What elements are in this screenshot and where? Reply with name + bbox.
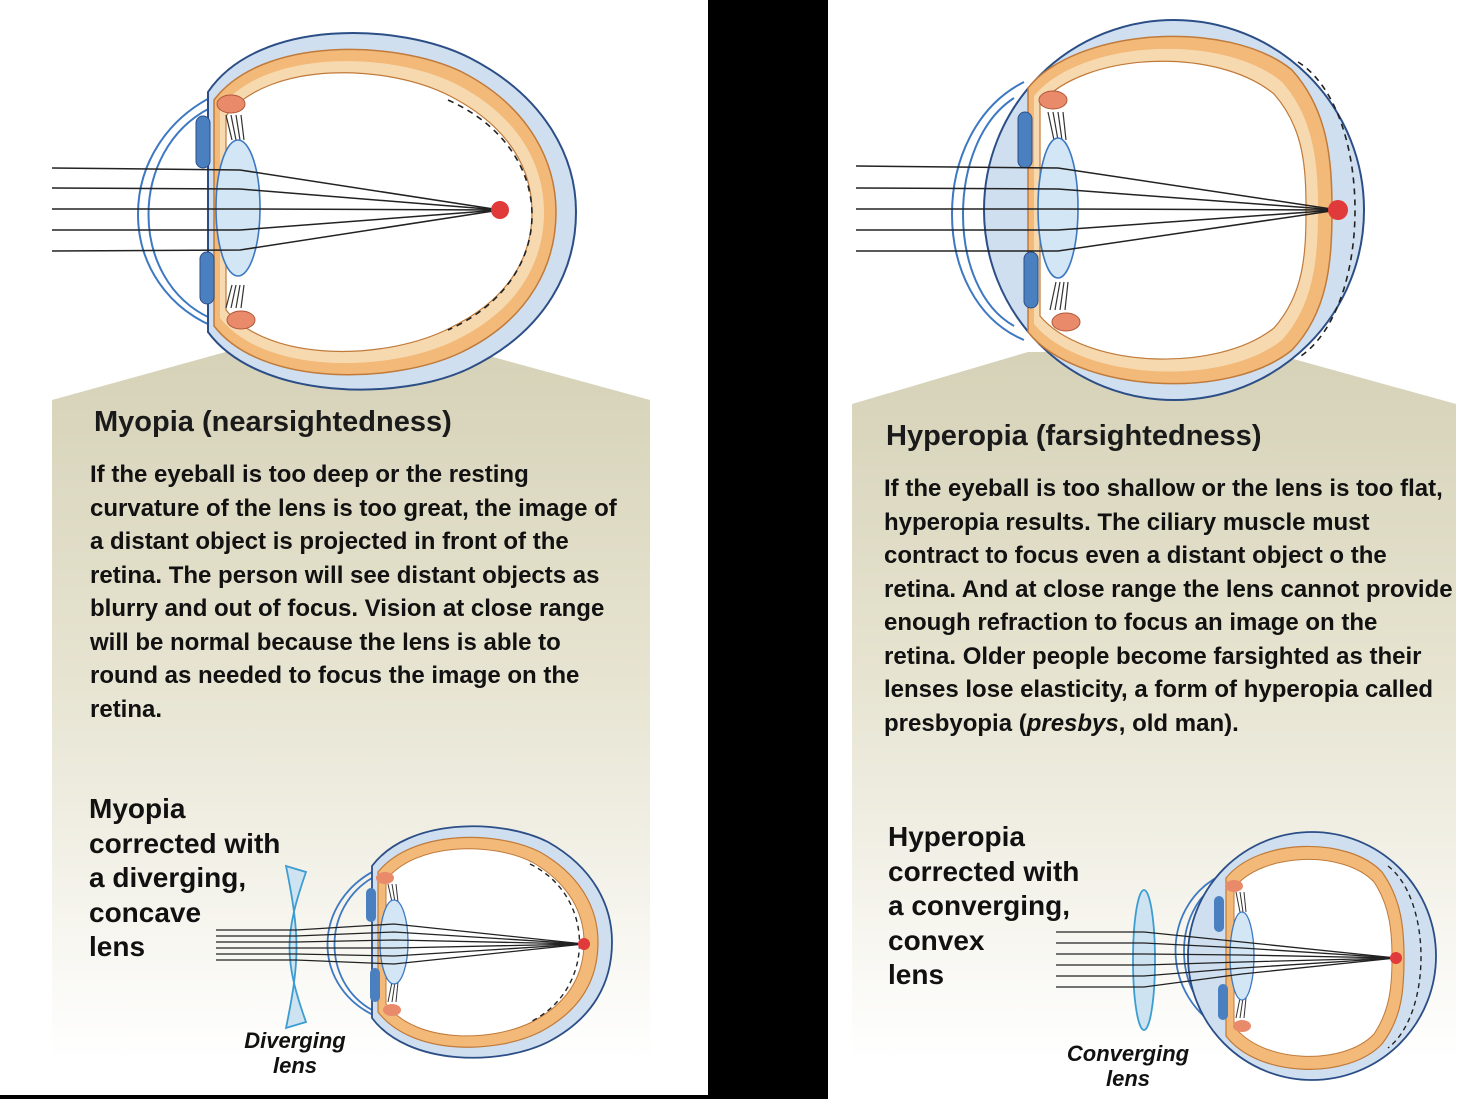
correction-line: a diverging, xyxy=(89,862,247,893)
correction-line: corrected with xyxy=(89,827,281,859)
myopia-panel: Myopia (nearsightedness) If the eyeball … xyxy=(0,0,708,1099)
hyperopia-focal-point xyxy=(1328,200,1348,220)
center-divider xyxy=(708,0,828,1099)
corrected-hyperopia-rays xyxy=(1056,931,1397,988)
hyperopia-panel: Hyperopia (farsightedness) If the eyebal… xyxy=(828,0,1473,1099)
small-crystalline-lens xyxy=(1229,911,1255,1001)
description-text-end: , old man). xyxy=(1118,709,1239,737)
correction-line: lens xyxy=(888,959,945,990)
small-zonules xyxy=(387,883,399,1003)
normal-retina-dashed xyxy=(1297,61,1356,359)
correction-line: Hyperopia xyxy=(888,821,1025,852)
corrected-myopia-rays xyxy=(216,923,585,965)
hyperopia-description: If the eyeball is too shallow or the len… xyxy=(884,472,1454,740)
small-ciliary-bottom xyxy=(383,1004,401,1016)
small-cornea-inner xyxy=(333,877,373,1011)
small-normal-retina-dashed xyxy=(1387,865,1422,1049)
correction-line: lens xyxy=(89,931,146,962)
myopia-focal-point xyxy=(491,201,509,219)
iris-bottom xyxy=(1023,251,1039,309)
crystalline-lens xyxy=(1037,137,1079,279)
zonule-fibers xyxy=(1047,111,1069,311)
lens-label-line: Diverging xyxy=(244,1028,346,1053)
myopia-illustration xyxy=(51,32,650,1060)
crystalline-lens xyxy=(215,139,261,277)
iris-top xyxy=(1017,111,1033,169)
cornea-inner xyxy=(147,107,211,319)
correction-line: corrected with xyxy=(888,855,1080,887)
small-iris-bottom xyxy=(1218,984,1228,1020)
converging-lens-label: Converging lens xyxy=(1048,1041,1208,1091)
corrected-myopia-focal-point xyxy=(578,938,590,950)
lens-label-line: lens xyxy=(272,1053,318,1078)
small-ciliary-top xyxy=(376,872,394,884)
ciliary-body-bottom xyxy=(226,310,256,330)
correction-line: concave xyxy=(89,896,202,928)
small-zonules xyxy=(1235,891,1247,1019)
small-iris-top xyxy=(1214,896,1224,932)
bottom-rule xyxy=(0,1095,708,1099)
cornea-outer xyxy=(137,91,223,331)
hyperopia-illustration xyxy=(852,19,1456,1081)
ciliary-body-top xyxy=(216,94,246,114)
hyperopia-correction-caption: Hyperopia corrected with a converging, c… xyxy=(888,820,1079,993)
diverging-concave-lens xyxy=(284,864,308,1030)
lens-label-line: Converging xyxy=(1066,1041,1190,1066)
hyperopia-title: Hyperopia (farsightedness) xyxy=(886,420,1262,452)
small-iris-bottom xyxy=(370,968,380,1002)
small-ciliary-bottom xyxy=(1233,1020,1251,1032)
iris-top xyxy=(195,115,211,169)
description-text: If the eyeball is too shallow or the len… xyxy=(884,475,1453,737)
diverging-lens-label: Diverging lens xyxy=(225,1028,365,1078)
ciliary-body-top xyxy=(1038,90,1068,110)
converging-convex-lens xyxy=(1132,889,1156,1031)
correction-line: a converging, xyxy=(888,890,1071,921)
myopia-light-rays xyxy=(51,167,501,252)
myopia-correction-caption: Myopia corrected with a diverging, conca… xyxy=(89,792,280,965)
corrected-hyperopia-focal-point xyxy=(1390,952,1402,964)
myopia-main-eye xyxy=(137,32,578,391)
small-cornea-outer xyxy=(326,867,381,1019)
hyperopia-light-rays xyxy=(855,165,1339,252)
ciliary-body-bottom xyxy=(1051,312,1081,332)
small-crystalline-lens xyxy=(379,899,409,985)
small-iris-top xyxy=(366,888,376,922)
correction-line: Myopia xyxy=(89,793,186,824)
correction-line: convex xyxy=(888,924,985,956)
zonule-fibers xyxy=(225,114,245,309)
description-italic-term: presbys xyxy=(1026,709,1119,737)
cornea-inner xyxy=(962,97,1015,327)
myopia-description: If the eyeball is too deep or the restin… xyxy=(90,461,617,723)
iris-bottom xyxy=(199,251,215,305)
cornea-outer xyxy=(951,81,1025,341)
small-ciliary-top xyxy=(1225,880,1243,892)
normal-retina-dashed xyxy=(447,99,533,331)
myopia-title: Myopia (nearsightedness) xyxy=(94,406,452,438)
hyperopia-corrected-eye xyxy=(1174,831,1437,1081)
lens-label-line: lens xyxy=(1105,1066,1151,1091)
